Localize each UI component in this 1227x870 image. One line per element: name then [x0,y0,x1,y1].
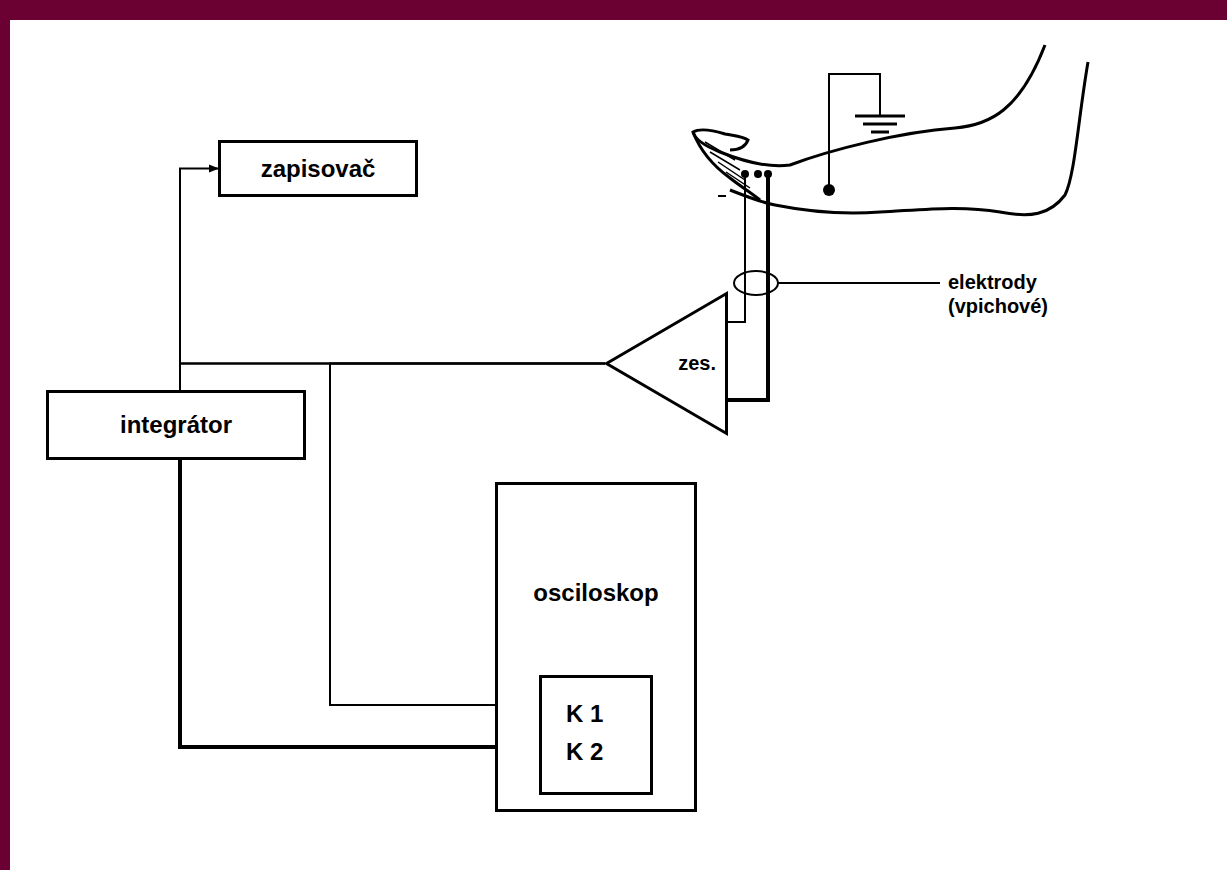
slide-frame [0,0,10,870]
node-label: osciloskop [498,579,694,607]
node-label: zapisovač [261,155,376,183]
channel-box: K 1K 2 [539,675,653,795]
node-label: K 2 [566,738,603,766]
hand-outline [693,132,760,200]
finger-lines [705,142,750,188]
node-label: K 1 [566,700,603,728]
electrode-clamp [734,271,778,295]
electrode-wire [728,174,768,400]
recorder-box: zapisovač [218,140,418,197]
polarity-mark [718,195,726,197]
amplifier-triangle: zes. [605,292,728,435]
arm-outline [693,45,1045,166]
electrode-label: elektrody (vpichové) [948,270,1098,318]
arm-outline [730,62,1088,215]
ground-symbol [855,116,905,132]
node-label: integrátor [120,411,232,439]
electrode-wire [728,174,745,322]
leader-line [778,282,940,284]
integrator-box: integrátor [46,390,306,460]
signal-wire [180,169,605,364]
needle-electrode [754,170,762,178]
oscilloscope-box: osciloskopK 1K 2 [495,482,697,812]
slide-frame [0,0,1227,20]
signal-wire [180,364,605,391]
node-label: zes. [678,352,716,375]
